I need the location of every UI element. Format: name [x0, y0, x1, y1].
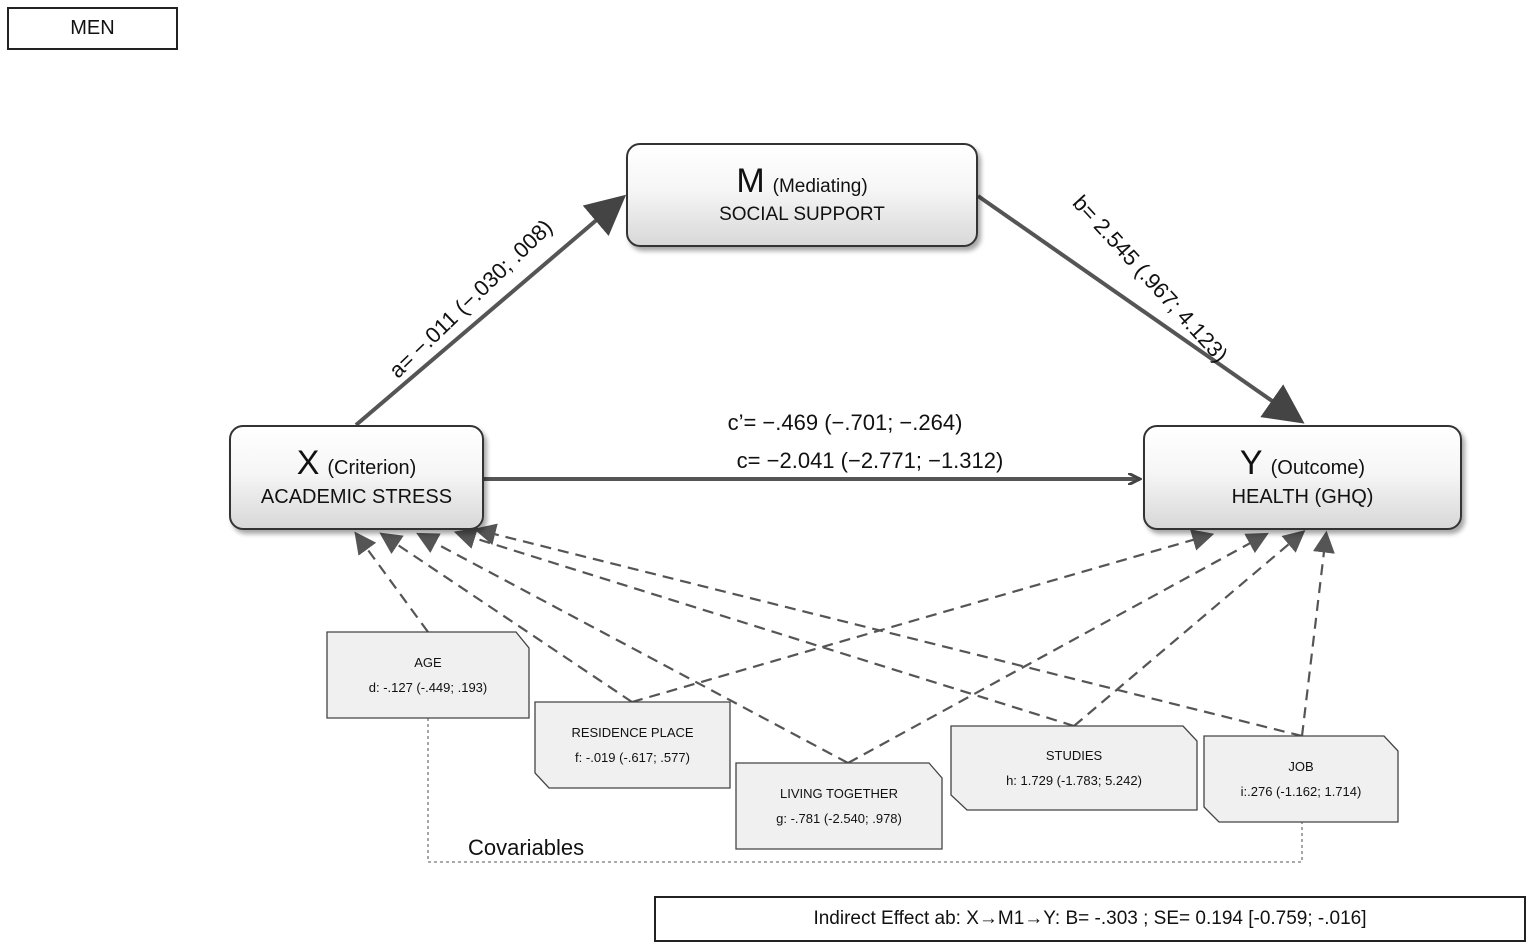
covariate-studies-box: STUDIES h: 1.729 (-1.783; 5.242)	[951, 726, 1197, 810]
age-box-shape	[326, 631, 530, 719]
studies-to-x-arrow	[453, 527, 1075, 728]
mediator-name: SOCIAL SUPPORT	[719, 204, 885, 225]
covariate-stat: h: 1.729 (-1.783; 5.242)	[1006, 773, 1142, 788]
mediator-letter: M	[736, 162, 765, 200]
job-box-shape	[1203, 735, 1399, 823]
path-a-arrow	[354, 194, 627, 427]
outcome-role: (Outcome)	[1270, 457, 1366, 479]
residence-to-y-arrow	[631, 529, 1215, 704]
studies-box-shape	[950, 725, 1198, 811]
covariate-name: STUDIES	[1045, 748, 1103, 763]
covariate-name: JOB	[1288, 759, 1314, 774]
path-c-prime-label: c’= −.469 (−.701; −.264)	[727, 410, 963, 435]
covariables-bracket	[427, 718, 1303, 863]
covariate-name: LIVING TOGETHER	[780, 786, 898, 801]
group-label: MEN	[7, 7, 178, 50]
covariate-residence-box: RESIDENCE PLACE f: -.019 (-.617; .577)	[535, 702, 730, 788]
outcome-letter: Y	[1239, 444, 1263, 482]
indirect-effect-box: Indirect Effect ab: X→M1→Y: B= -.303 ; S…	[654, 896, 1526, 942]
path-b-arrow	[976, 194, 1305, 424]
path-c-label: c= −2.041 (−2.771; −1.312)	[736, 448, 1004, 473]
criterion-letter: X	[296, 444, 320, 482]
covariate-stat: f: -.019 (-.617; .577)	[575, 750, 690, 765]
living-box-shape	[735, 762, 943, 850]
covariate-stat: d: -.127 (-.449; .193)	[368, 680, 488, 695]
residence-box-shape	[534, 701, 731, 789]
criterion-role: (Criterion)	[327, 457, 417, 479]
age-to-x-arrow	[354, 531, 429, 633]
outcome-node: Y (Outcome) HEALTH (GHQ)	[1143, 425, 1462, 530]
living-to-y-arrow	[847, 532, 1269, 764]
job-to-x-arrow	[473, 523, 1303, 738]
covariate-age-box: AGE d: -.127 (-.449; .193)	[327, 632, 529, 718]
outcome-name: HEALTH (GHQ)	[1231, 486, 1374, 508]
covariate-living-box: LIVING TOGETHER g: -.781 (-2.540; .978)	[736, 763, 942, 849]
residence-to-x-arrow	[379, 532, 633, 703]
job-to-y-arrow	[1300, 530, 1335, 737]
covariables-label: Covariables	[468, 835, 585, 860]
studies-to-y-arrow	[1073, 530, 1306, 727]
covariate-job-box: JOB i:.276 (-1.162; 1.714)	[1204, 736, 1398, 822]
criterion-name: ACADEMIC STRESS	[260, 486, 453, 508]
covariate-name: AGE	[414, 655, 442, 670]
covariate-name: RESIDENCE PLACE	[571, 725, 694, 740]
covariate-stat: i:.276 (-1.162; 1.714)	[1240, 784, 1362, 799]
criterion-node: X (Criterion) ACADEMIC STRESS	[229, 425, 484, 530]
mediator-role: (Mediating)	[772, 176, 868, 197]
covariate-stat: g: -.781 (-2.540; .978)	[776, 811, 902, 826]
living-to-x-arrow	[416, 532, 849, 764]
mediator-node: M (Mediating) SOCIAL SUPPORT	[626, 143, 978, 247]
